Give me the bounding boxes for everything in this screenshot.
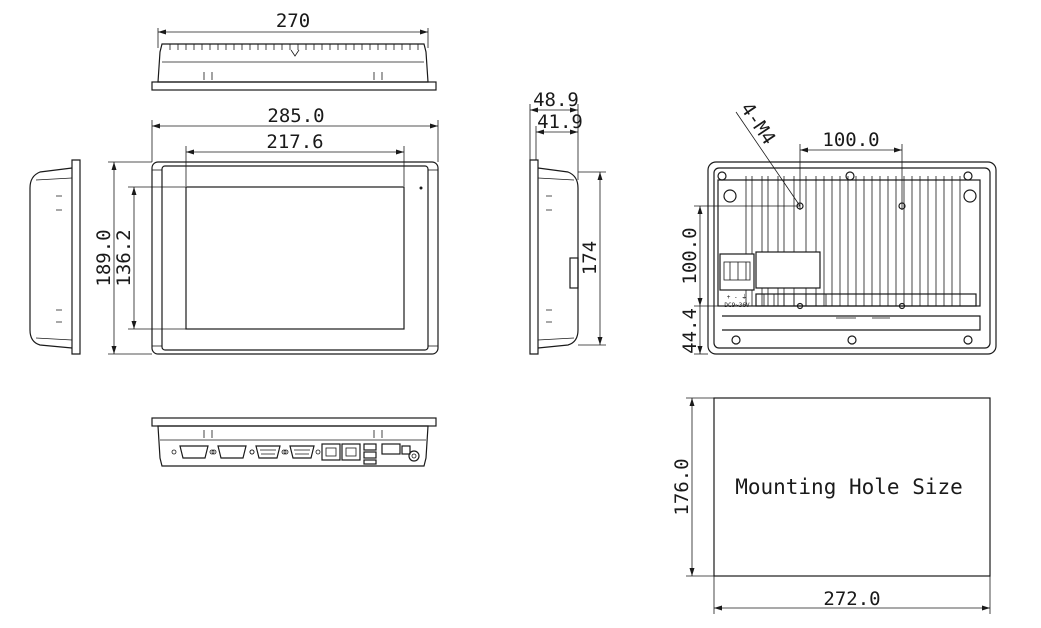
rj45-port-2 [341,443,361,461]
mounting-cutout: Mounting Hole Size 176.0 272.0 [671,397,991,614]
left-side-view [29,159,81,355]
rear-hole-spacing-v-label: 100.0 [679,227,701,284]
db9-port-3 [249,445,287,459]
cutout-width-label: 272.0 [823,588,880,610]
bottom-view [151,417,437,467]
front-view: 285.0 217.6 189.0 136.2 [93,105,439,355]
side-depth-label: 48.9 [533,89,579,111]
side-body-depth-label: 41.9 [537,111,583,133]
card-slot [381,443,401,455]
side-height-label: 174 [579,241,601,275]
top-view: 270 [151,10,437,91]
cutout-height-label: 176.0 [671,458,693,515]
power-polarity-label: + - ⏚ [727,294,747,301]
top-width-label: 270 [276,10,310,32]
top-vents [169,44,419,50]
screw-label: 4-M4 [736,98,780,148]
power-connector [401,445,420,462]
usb-ports [363,443,377,465]
db9-port-4 [283,445,321,459]
rj45-port-1 [321,443,341,461]
front-overall-width-label: 285.0 [267,105,324,127]
front-screen-height-label: 136.2 [113,229,135,286]
rear-bottom-offset-label: 44.4 [679,308,701,354]
right-side-view: 48.9 41.9 174 [529,89,606,355]
rear-hole-spacing-h-label: 100.0 [822,129,879,151]
rear-view: 4-M4 100.0 + - ⏚ [679,98,997,355]
front-overall-height-label: 189.0 [93,229,115,286]
db9-port-2 [209,445,255,459]
power-voltage-label: DC9~36V [724,302,750,309]
cutout-title: Mounting Hole Size [735,475,963,499]
front-screen-width-label: 217.6 [266,131,323,153]
db9-port-1 [171,445,217,459]
heatsink-fins [745,176,961,306]
